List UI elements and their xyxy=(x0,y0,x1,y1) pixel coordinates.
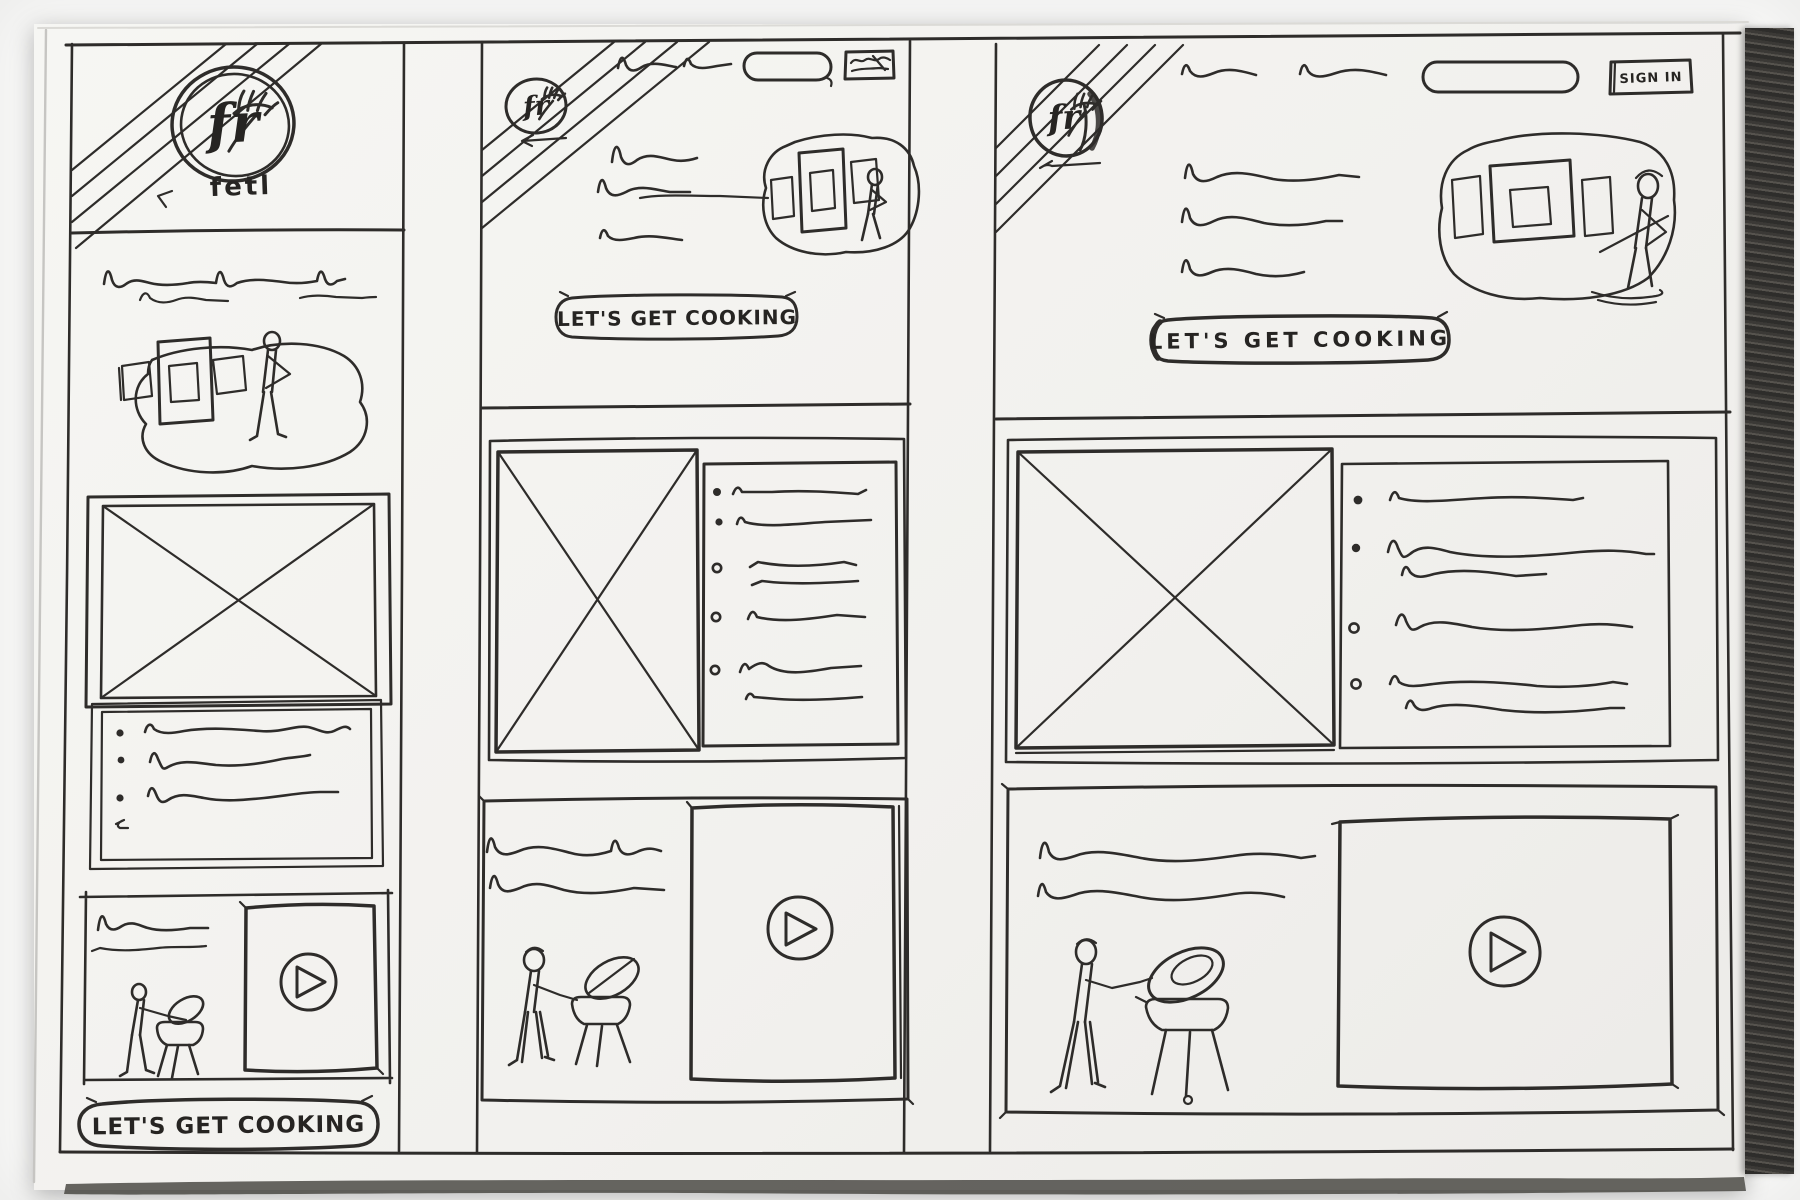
play-icon[interactable] xyxy=(281,954,336,1010)
stick-person xyxy=(250,332,290,440)
hero-illustration xyxy=(119,332,367,472)
ribbon-banner xyxy=(72,44,321,248)
ribbon-banner xyxy=(996,45,1183,232)
logo-monogram: fr xyxy=(1046,97,1082,139)
logo-monogram: fr xyxy=(522,89,550,123)
image-placeholder xyxy=(1016,449,1334,753)
paper-edges xyxy=(34,22,1748,1195)
section-divider xyxy=(482,404,910,408)
search-pill-field[interactable] xyxy=(744,53,832,86)
logo-caption-squiggle xyxy=(1040,161,1100,168)
recipe-section xyxy=(1006,436,1718,763)
logo-mobile[interactable] xyxy=(166,61,299,187)
scribble-menu-button[interactable] xyxy=(845,51,894,79)
image-placeholder xyxy=(496,450,699,752)
cta-button-outline[interactable] xyxy=(556,292,797,339)
video-player[interactable] xyxy=(240,902,383,1074)
logo-caption-squiggle xyxy=(522,135,566,146)
cta-button[interactable]: LET'S GET COOKING xyxy=(1148,326,1452,354)
top-nav xyxy=(1182,60,1692,94)
section-divider xyxy=(996,412,1730,419)
bullet-list xyxy=(703,462,898,746)
logo-caption: fetl xyxy=(209,170,273,204)
cta-button[interactable]: LET'S GET COOKING xyxy=(91,1111,366,1140)
nav-link-sketch[interactable] xyxy=(684,59,731,68)
play-icon[interactable] xyxy=(768,897,832,959)
panel-mobile xyxy=(72,44,404,1149)
paper-bottom-shadow xyxy=(64,1177,1746,1195)
sign-in-button-outline[interactable] xyxy=(1610,60,1692,94)
hero-illustration xyxy=(763,135,919,255)
logo-desktop[interactable] xyxy=(1026,76,1106,168)
sketch-paper xyxy=(34,24,1745,1190)
panel-tablet xyxy=(479,42,919,1104)
bullet-list xyxy=(90,700,383,869)
video-card xyxy=(80,890,392,1084)
hero-illustration xyxy=(1439,133,1675,304)
video-player[interactable] xyxy=(687,802,901,1081)
grilling-person-sketch xyxy=(1051,937,1232,1104)
nav-link-sketch[interactable] xyxy=(1300,65,1386,76)
hero-text-sketch xyxy=(104,271,376,302)
image-placeholder xyxy=(86,494,391,707)
logo-monogram: fr xyxy=(205,89,261,157)
nav-link-sketch[interactable] xyxy=(618,58,676,71)
bullet-list xyxy=(1340,461,1670,748)
cta-button-outline[interactable] xyxy=(1151,312,1449,363)
top-nav xyxy=(618,51,894,86)
search-pill-field[interactable] xyxy=(1423,62,1578,92)
recipe-section xyxy=(489,438,906,762)
stick-person xyxy=(1592,170,1668,304)
panel-desktop xyxy=(996,45,1730,1118)
cta-button[interactable]: LET'S GET COOKING xyxy=(556,304,798,331)
logo-tablet[interactable] xyxy=(504,76,568,146)
video-section xyxy=(479,796,913,1104)
video-section xyxy=(1000,784,1724,1118)
hero-text-sketch xyxy=(598,147,768,240)
nav-link-sketch[interactable] xyxy=(1182,65,1256,76)
grilling-person-sketch xyxy=(509,948,646,1066)
header-divider xyxy=(72,230,404,233)
cta-button-outline[interactable] xyxy=(79,1096,378,1149)
sign-in-button[interactable]: SIGN IN xyxy=(1619,69,1683,87)
play-icon[interactable] xyxy=(1470,917,1540,986)
grilling-person-sketch xyxy=(120,984,208,1078)
ribbon-banner xyxy=(482,42,709,228)
hero-text-sketch xyxy=(1182,165,1359,277)
notebook-edge-texture xyxy=(1745,28,1794,1174)
stick-person xyxy=(862,169,886,240)
video-player[interactable] xyxy=(1332,815,1678,1089)
